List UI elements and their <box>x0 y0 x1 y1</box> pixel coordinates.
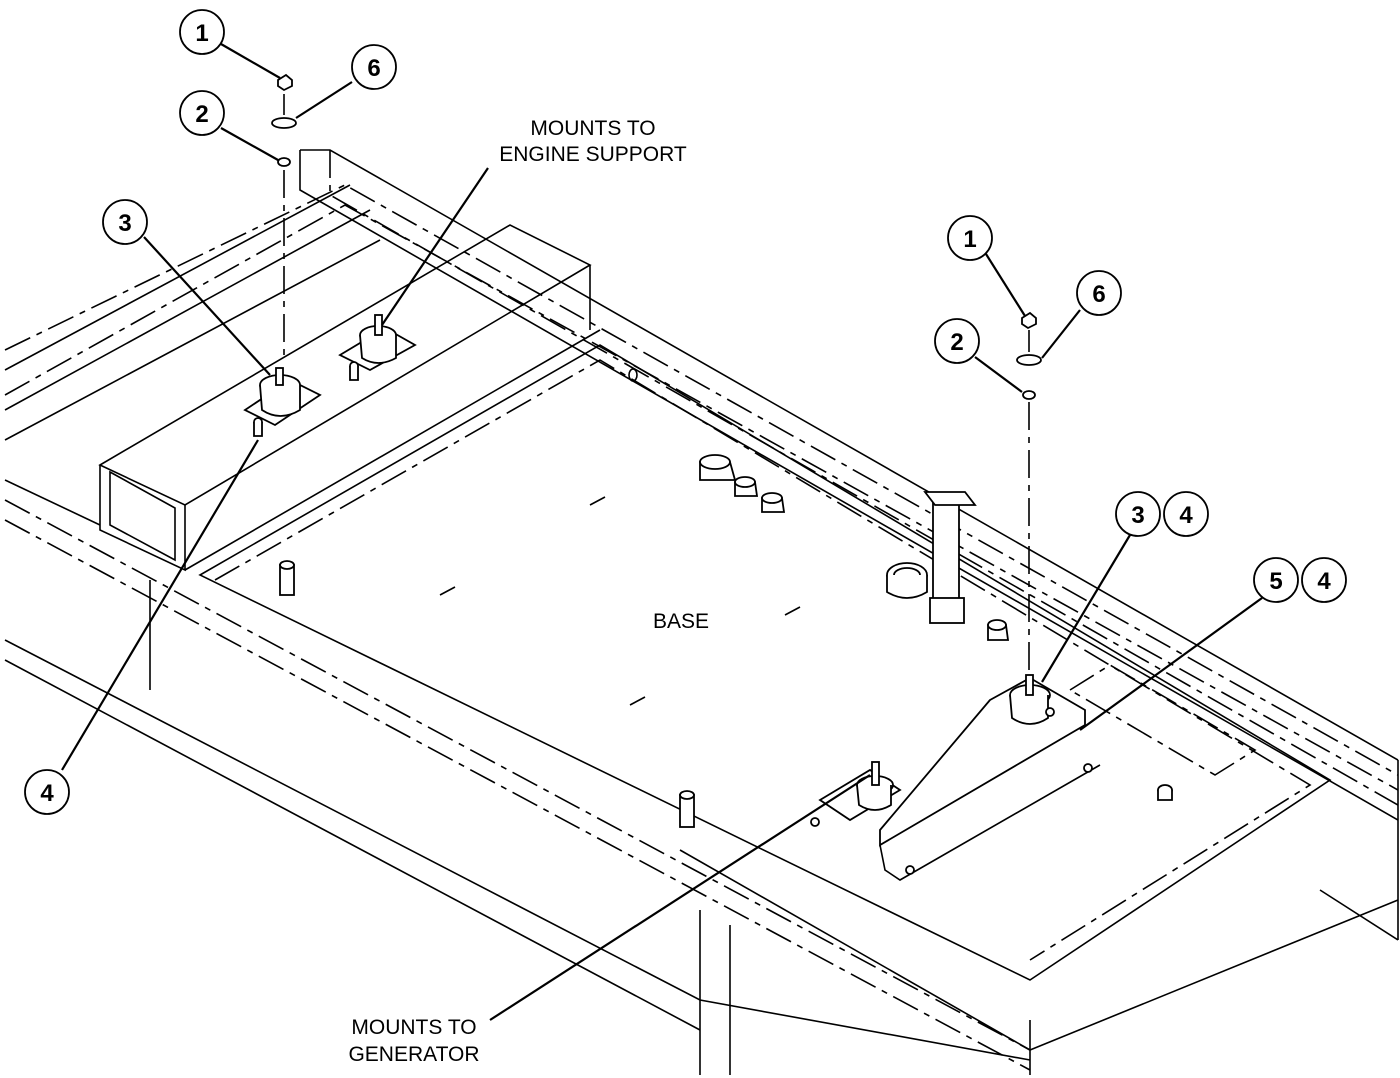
svg-text:2: 2 <box>950 329 963 356</box>
callout-5-right: 5 <box>1253 557 1299 603</box>
svg-text:6: 6 <box>367 55 380 82</box>
engine-support-label-line2: ENGINE SUPPORT <box>499 143 687 166</box>
leader-lines <box>61 43 1263 1021</box>
svg-text:1: 1 <box>195 20 208 47</box>
svg-text:4: 4 <box>40 780 54 807</box>
callout-2-right: 2 <box>934 318 980 364</box>
base-label: BASE <box>653 610 709 633</box>
callout-6-right: 6 <box>1076 270 1122 316</box>
generator-label-line1: MOUNTS TO <box>351 1016 476 1039</box>
svg-text:1: 1 <box>963 226 976 253</box>
center-mount-engine-support <box>338 314 417 381</box>
callout-2-left: 2 <box>179 90 225 136</box>
callout-6-left: 6 <box>351 44 397 90</box>
svg-text:3: 3 <box>118 210 131 237</box>
callout-1-right: 1 <box>947 215 993 261</box>
callout-3-left: 3 <box>102 199 148 245</box>
svg-text:4: 4 <box>1179 502 1193 529</box>
right-mount-bracket <box>810 674 1101 881</box>
svg-text:4: 4 <box>1317 568 1331 595</box>
callout-circles: 1 6 2 3 4 1 6 2 <box>24 9 1347 815</box>
hardware-stack-right <box>1016 311 1042 670</box>
callout-4-right-a: 4 <box>1163 491 1209 537</box>
svg-text:6: 6 <box>1092 281 1105 308</box>
callout-1-left: 1 <box>179 9 225 55</box>
hardware-stack-left <box>271 73 297 362</box>
svg-text:2: 2 <box>195 101 208 128</box>
generator-label-line2: GENERATOR <box>348 1043 479 1066</box>
base-fittings <box>279 454 1010 828</box>
frame-structure <box>4 149 1399 1075</box>
callout-3-right: 3 <box>1115 491 1161 537</box>
svg-text:3: 3 <box>1131 502 1144 529</box>
svg-text:5: 5 <box>1269 568 1282 595</box>
callout-4-right-b: 4 <box>1301 557 1347 603</box>
callout-4-left: 4 <box>24 769 70 815</box>
left-mount-engine-support <box>243 367 322 437</box>
engine-support-label-line1: MOUNTS TO <box>530 117 655 140</box>
text-labels: MOUNTS TO ENGINE SUPPORT BASE MOUNTS TO … <box>348 117 709 1066</box>
